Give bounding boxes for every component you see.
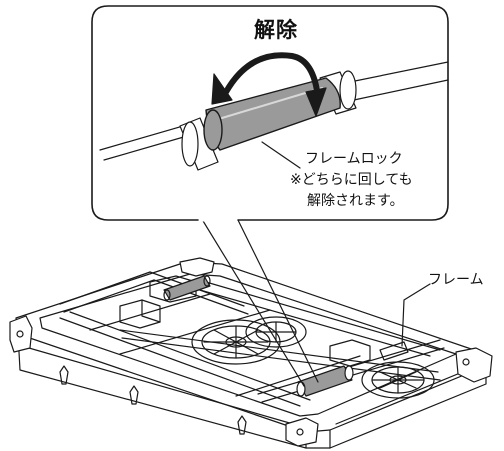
rotate-arrow-icon [211,52,327,117]
release-note-line2: 解除されます。 [307,193,404,209]
callout-pointer [199,215,319,387]
frame-label: フレーム [428,272,484,288]
frame-lock-label: フレームロック [305,151,403,167]
enlarged-frame-lock [99,61,449,347]
release-title: 解除 [254,18,298,42]
release-note-line1: ※どちらに回しても [290,172,413,188]
base-frame [9,257,493,449]
